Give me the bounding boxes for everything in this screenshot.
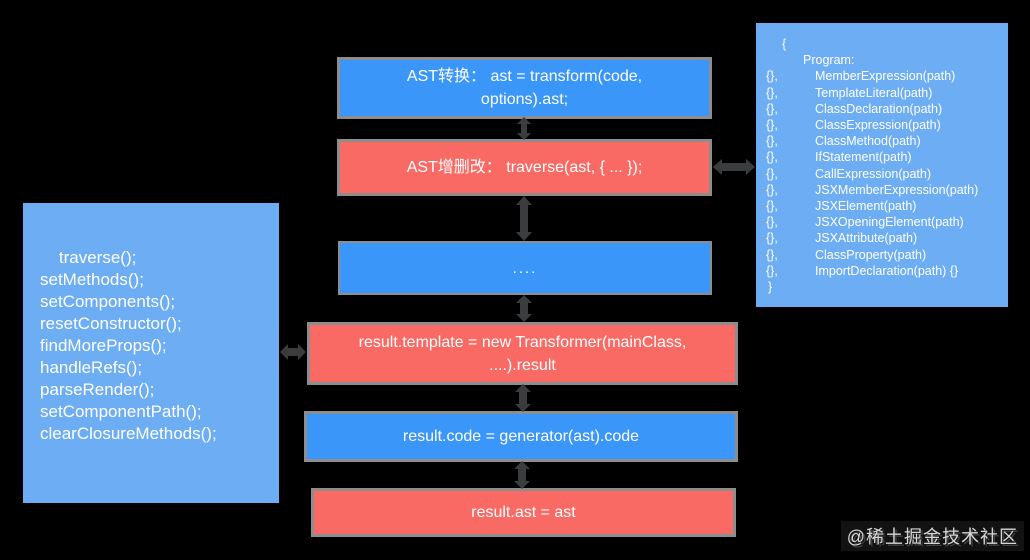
flow-box-generator-code: result.code = generator(ast).code: [304, 411, 738, 462]
visitor-entry: {}, ClassProperty(path): [756, 247, 1008, 263]
visitor-entry-name: IfStatement(path): [815, 150, 912, 165]
visitor-entry-brace: {},: [766, 134, 778, 149]
visitor-entry: {}, CallExpression(path): [756, 166, 1008, 182]
visitor-entry-name: ImportDeclaration(path) {}: [815, 263, 959, 278]
visitor-entry-brace: {},: [766, 69, 778, 84]
flow-box-ellipsis: ....: [338, 241, 712, 295]
visitor-entry: {}, ClassExpression(path): [756, 117, 1008, 133]
visitor-entry-brace: {},: [766, 118, 778, 133]
flow-box-result-ast: result.ast = ast: [311, 488, 736, 537]
methods-list-box: traverse(); setMethods(); setComponents(…: [23, 203, 279, 503]
visitor-entry: {}, IfStatement(path): [756, 149, 1008, 165]
arrow-visitor-to-traverse: [713, 159, 755, 175]
visitor-entry-name: JSXAttribute(path): [815, 231, 918, 246]
visitor-entry-name: ClassMethod(path): [815, 134, 921, 149]
visitor-entry-brace: {},: [766, 215, 778, 230]
arrow-transform-to-traverse: [517, 117, 531, 140]
visitor-entry-brace: {},: [766, 231, 778, 246]
visitor-program-label: Program:: [803, 53, 855, 68]
visitor-close-brace: }: [768, 280, 773, 295]
visitor-entry-brace: {},: [766, 85, 778, 100]
visitor-entry-brace: {},: [766, 101, 778, 116]
visitor-entry-name: JSXMemberExpression(path): [815, 182, 979, 197]
visitor-entry-name: ClassProperty(path): [815, 247, 927, 262]
arrow-methods-to-transformer: [280, 344, 306, 360]
visitor-entry-brace: {},: [766, 263, 778, 278]
visitor-entry: {}, TemplateLiteral(path): [756, 85, 1008, 101]
flow-box-ast-traverse: AST增删改： traverse(ast, { ... });: [337, 139, 712, 196]
visitor-object-box: { Program: {}, MemberExpression(path) {}…: [756, 23, 1008, 307]
arrow-ellipsis-to-transformer: [516, 295, 532, 322]
visitor-entry: {}, ClassDeclaration(path): [756, 101, 1008, 117]
visitor-entry-brace: {},: [766, 199, 778, 214]
visitor-entry-name: ClassDeclaration(path): [815, 101, 943, 116]
watermark: @稀土掘金技术社区: [840, 521, 1024, 551]
visitor-entry: {}, JSXAttribute(path): [756, 230, 1008, 246]
visitor-entry-name: MemberExpression(path): [815, 69, 956, 84]
visitor-entry: {}, JSXOpeningElement(path): [756, 214, 1008, 230]
visitor-entry-brace: {},: [766, 182, 778, 197]
visitor-entry-name: ClassExpression(path): [815, 118, 941, 133]
visitor-entry: {}, MemberExpression(path): [756, 68, 1008, 84]
visitor-entry-brace: {},: [766, 150, 778, 165]
visitor-entry-name: JSXElement(path): [815, 199, 917, 214]
visitor-entry-name: JSXOpeningElement(path): [815, 215, 964, 230]
arrow-traverse-to-ellipsis: [516, 196, 532, 241]
flow-box-new-transformer: result.template = new Transformer(mainCl…: [307, 322, 738, 385]
arrow-transformer-to-generator: [515, 384, 531, 412]
visitor-entry: {}, ClassMethod(path): [756, 133, 1008, 149]
visitor-open-brace: {: [782, 37, 787, 51]
visitor-entry: {}, ImportDeclaration(path) {}: [756, 263, 1008, 279]
visitor-entry-brace: {},: [766, 247, 778, 262]
visitor-entry-name: CallExpression(path): [815, 166, 932, 181]
visitor-entry-brace: {},: [766, 166, 778, 181]
arrow-generator-to-resultast: [514, 461, 530, 489]
flow-box-ast-transform: AST转换： ast = transform(code, options).as…: [337, 57, 712, 119]
visitor-entry: {}, JSXMemberExpression(path): [756, 182, 1008, 198]
visitor-entry: {}, JSXElement(path): [756, 198, 1008, 214]
visitor-entry-name: TemplateLiteral(path): [815, 85, 933, 100]
